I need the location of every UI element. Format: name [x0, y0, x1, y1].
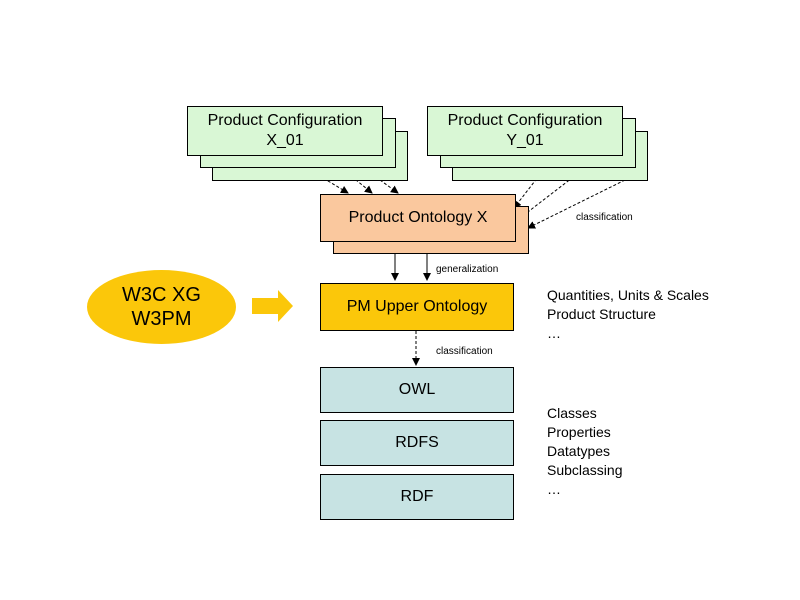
note-item: …	[547, 481, 561, 497]
note-item: Classes	[547, 405, 597, 421]
block-arrow	[252, 290, 293, 322]
dashed-arrow	[519, 167, 586, 219]
config-y-line2: Y_01	[506, 132, 544, 149]
note-item: Datatypes	[547, 443, 611, 459]
dashed-arrow	[379, 179, 399, 194]
w3c-xg-ellipse[interactable]: W3C XG W3PM	[87, 270, 236, 344]
classification-label-top: classification	[576, 212, 633, 223]
rdfs-layer[interactable]: RDFS	[320, 420, 514, 466]
note-item: …	[547, 325, 561, 341]
upper-notes: Quantities, Units & Scales Product Struc…	[547, 286, 709, 343]
classification-label-mid: classification	[436, 346, 493, 357]
note-item: Product Structure	[547, 306, 656, 322]
w3c-line1: W3C XG	[122, 284, 201, 306]
owl-label: OWL	[398, 381, 436, 398]
rdf-layer[interactable]: RDF	[320, 474, 514, 520]
upper-ontology-label: PM Upper Ontology	[346, 298, 488, 315]
rdfs-label: RDFS	[395, 434, 439, 451]
note-item: Subclassing	[547, 462, 623, 478]
dashed-arrow	[527, 179, 626, 229]
generalization-label: generalization	[436, 264, 499, 275]
config-x-line2: X_01	[266, 132, 304, 149]
config-x-line1: Product Configuration	[207, 112, 363, 129]
product-config-y[interactable]: Product Configuration Y_01	[427, 106, 623, 156]
note-item: Properties	[547, 424, 611, 440]
product-ontology-label: Product Ontology X	[348, 209, 488, 226]
product-config-x[interactable]: Product Configuration X_01	[187, 106, 383, 156]
owl-layer[interactable]: OWL	[320, 367, 514, 413]
lower-notes: Classes Properties Datatypes Subclassing…	[547, 404, 623, 499]
product-ontology-x[interactable]: Product Ontology X	[320, 194, 516, 242]
config-y-line1: Product Configuration	[447, 112, 603, 129]
rdf-label: RDF	[400, 488, 434, 505]
note-item: Quantities, Units & Scales	[547, 287, 709, 303]
w3c-line2: W3PM	[131, 308, 192, 330]
pm-upper-ontology[interactable]: PM Upper Ontology	[320, 283, 514, 331]
